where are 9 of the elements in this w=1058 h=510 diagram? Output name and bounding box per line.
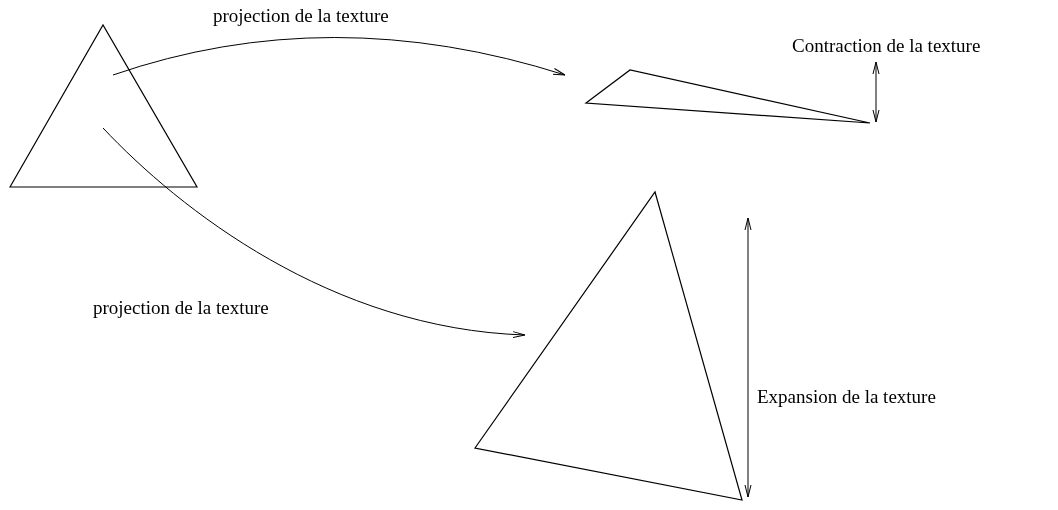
edge-label: projection de la texture	[213, 4, 389, 28]
curved-arrow	[112, 37, 566, 76]
triangle-shape	[475, 192, 742, 500]
dimension-label: Contraction de la texture	[792, 34, 981, 58]
curved-arrow	[102, 127, 526, 338]
dimension-label: Expansion de la texture	[757, 385, 936, 409]
edge-label: projection de la texture	[93, 296, 269, 320]
triangle-shape	[10, 25, 197, 187]
triangle-shape	[586, 70, 870, 123]
